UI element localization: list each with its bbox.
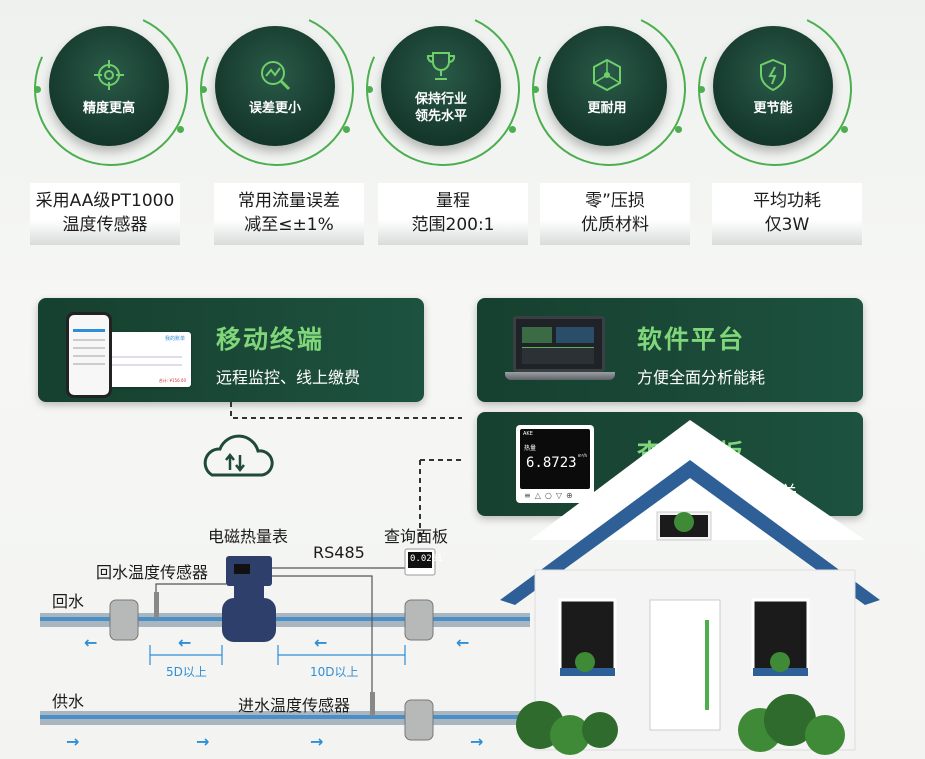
feature-4: 更耐用	[510, 0, 708, 188]
feature-circle: 误差更小	[215, 26, 335, 146]
feature-caption: 采用AA级PT1000 温度传感器	[30, 183, 180, 245]
supply-sensor-label: 进水温度传感器	[238, 696, 351, 715]
zoom-chart-icon	[261, 60, 291, 90]
feature-label: 误差更小	[248, 100, 301, 116]
caption-line: 优质材料	[581, 215, 649, 235]
software-panel-subtitle: 方便全面分析能耗	[637, 368, 766, 387]
return-pipe-label: 回水	[52, 592, 85, 611]
target-icon	[94, 59, 124, 90]
caption-line: 温度传感器	[62, 215, 148, 235]
device-label: 热量	[524, 445, 537, 452]
trophy-icon	[426, 52, 456, 80]
mini-panel-reading: 0.0251	[410, 554, 443, 564]
rs485-label: RS485	[313, 543, 365, 562]
feature-label: 保持行业领先水平	[414, 92, 467, 124]
ring-dot	[841, 126, 848, 133]
software-panel-title: 软件平台	[637, 325, 746, 354]
flow-arrow-right: →	[66, 732, 80, 751]
ring-dot	[366, 86, 373, 93]
flow-arrow-left: ←	[178, 633, 192, 652]
laptop-image	[505, 316, 615, 388]
feature-label: 更耐用	[587, 100, 627, 116]
feature-caption: 量程范围200:1	[378, 183, 528, 245]
cloud-sync-icon	[203, 434, 274, 477]
feature-label: 更节能	[753, 100, 793, 116]
dim-5d-label: 5D以上	[166, 665, 207, 679]
feature-1: 精度更高	[12, 0, 210, 188]
mobile-panel[interactable]: 我的账单 合计: ¥156.00 移动终端 远程监控、线上缴费	[38, 298, 424, 402]
dim-10d-label: 10D以上	[310, 665, 359, 679]
flow-arrow-left: ←	[84, 633, 98, 652]
query-panel-subtitle: 就地查询、控制总开关	[637, 482, 798, 501]
ring-dot	[200, 86, 207, 93]
feature-2: 误差更小	[178, 0, 376, 188]
phone-card-title: 我的账单	[164, 336, 185, 342]
caption-line: 零”压损	[585, 191, 645, 211]
query-device-image: AKE 热量 6.8723 m³/h ≡△○▽⊕	[516, 425, 594, 503]
ring-dot	[177, 126, 184, 133]
flow-arrow-left: ←	[456, 633, 470, 652]
network-cube-icon	[593, 58, 621, 91]
caption-line: 常用流量误差	[238, 191, 340, 211]
flow-arrow-right: →	[470, 732, 484, 751]
phone-image: 我的账单 合计: ¥156.00	[66, 312, 196, 398]
supply-pipe-label: 供水	[52, 692, 85, 711]
feature-label: 精度更高	[82, 100, 135, 116]
feature-circle: 精度更高	[49, 26, 169, 146]
feature-circle: 更耐用	[547, 26, 667, 146]
caption-line: 采用AA级PT1000	[35, 191, 175, 211]
caption-line: 平均功耗	[753, 191, 821, 211]
shield-bolt-icon	[760, 58, 786, 91]
caption-line: 仅3W	[764, 215, 810, 235]
flow-arrow-right: →	[310, 732, 324, 751]
ring-dot	[532, 86, 539, 93]
return-sensor-label: 回水温度传感器	[96, 563, 209, 582]
software-panel[interactable]: 软件平台 方便全面分析能耗	[477, 298, 863, 402]
query-panel[interactable]: AKE 热量 6.8723 m³/h ≡△○▽⊕ 查询面板 就地查询、控制总开关	[477, 412, 863, 516]
feature-circle: 更节能	[713, 26, 833, 146]
ring-dot	[34, 86, 41, 93]
phone-card-amount: 合计: ¥156.00	[158, 378, 186, 383]
ring-dot	[343, 126, 350, 133]
feature-circle: 保持行业领先水平	[381, 26, 501, 146]
caption-line: 量程	[436, 191, 470, 211]
device-unit: m³/h	[577, 453, 587, 458]
device-reading: 6.8723	[526, 455, 577, 471]
mobile-panel-title: 移动终端	[216, 325, 325, 354]
feature-caption: 平均功耗仅3W	[712, 183, 862, 245]
mobile-panel-subtitle: 远程监控、线上缴费	[216, 368, 361, 387]
ring-dot	[698, 86, 705, 93]
ring-dot	[509, 126, 516, 133]
caption-line: 减至≤±1%	[244, 215, 334, 235]
feature-caption: 常用流量误差减至≤±1%	[214, 183, 364, 245]
flow-arrow-right: →	[196, 732, 210, 751]
feature-3: 保持行业领先水平	[344, 0, 542, 188]
feature-caption: 零”压损优质材料	[540, 183, 690, 245]
meter-label: 电磁热量表	[208, 527, 289, 546]
device-brand: AKE	[523, 431, 533, 437]
flow-arrow-left: ←	[314, 633, 328, 652]
panel-label: 查询面板	[384, 527, 449, 546]
caption-line: 范围200:1	[411, 215, 495, 235]
ring-dot	[675, 126, 682, 133]
feature-5: 更节能	[676, 0, 874, 188]
query-panel-title: 查询面板	[637, 439, 746, 468]
device-buttons[interactable]: ≡△○▽⊕	[524, 491, 577, 500]
